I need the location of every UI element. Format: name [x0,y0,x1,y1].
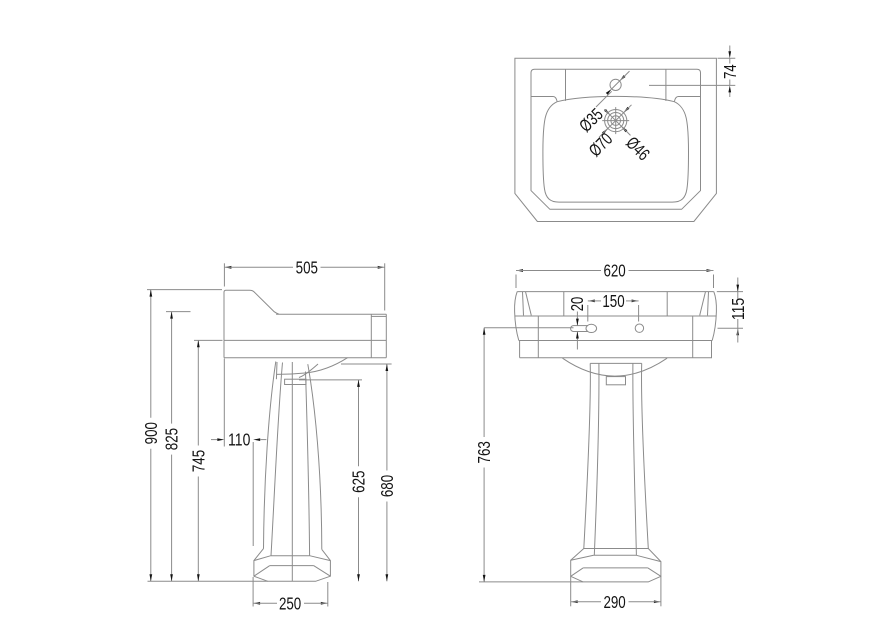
svg-text:680: 680 [377,475,397,498]
svg-text:900: 900 [141,422,161,445]
svg-text:20: 20 [567,297,587,312]
svg-text:763: 763 [474,441,494,463]
svg-text:620: 620 [603,261,626,281]
svg-text:115: 115 [728,298,748,320]
svg-text:290: 290 [603,592,626,612]
svg-text:625: 625 [349,471,369,493]
svg-text:74: 74 [720,64,740,79]
svg-text:825: 825 [162,428,182,450]
svg-text:745: 745 [188,450,208,472]
svg-text:150: 150 [602,291,625,311]
svg-text:110: 110 [228,430,251,450]
svg-text:505: 505 [296,257,318,277]
svg-text:250: 250 [279,593,302,613]
